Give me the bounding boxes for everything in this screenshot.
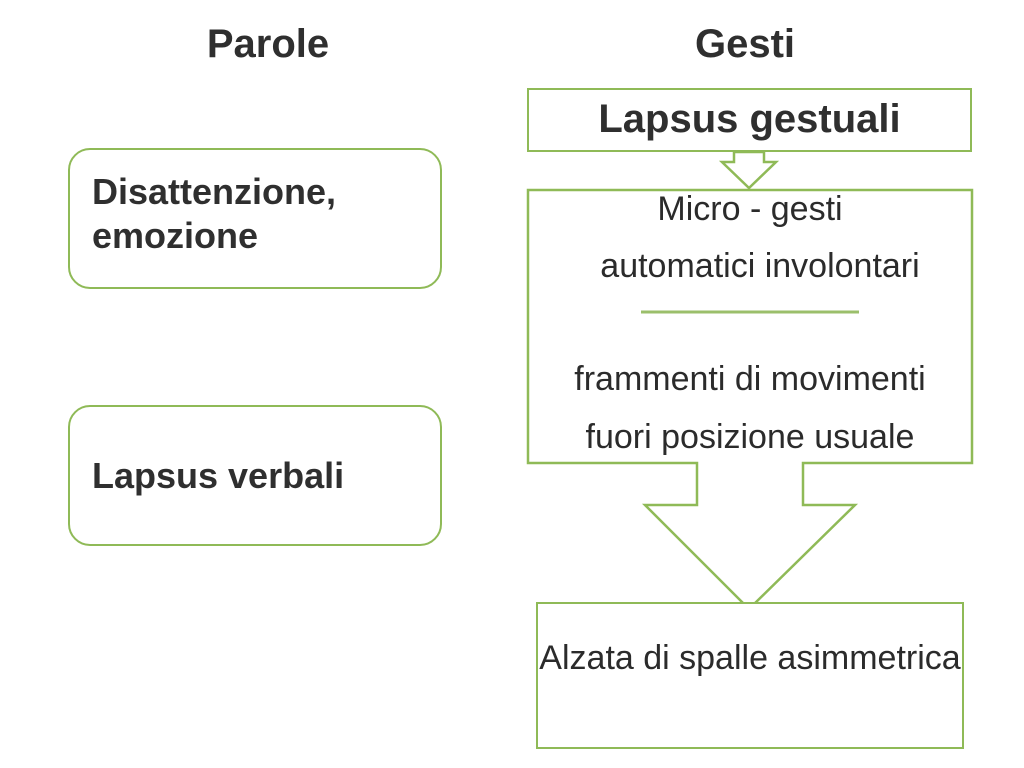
small-down-arrow (718, 150, 780, 190)
automatici-involontari-text: automatici involontari (600, 247, 920, 285)
lapsus-verbali-box: Lapsus verbali (68, 405, 442, 546)
micro-gesti-text: Micro - gesti (657, 190, 843, 228)
fuori-posizione-text: fuori posizione usuale (585, 418, 915, 456)
lapsus-gestuali-box: Lapsus gestuali (527, 88, 972, 152)
heading-parole: Parole (206, 22, 330, 66)
heading-gesti: Gesti (694, 22, 796, 66)
micro-gesti-callout-shape (526, 188, 974, 611)
frammenti-text: frammenti di movimenti (574, 360, 926, 398)
alzata-di-spalle-box: Alzata di spalle asimmetrica (536, 602, 964, 749)
disattenzione-box: Disattenzione, emozione (68, 148, 442, 289)
